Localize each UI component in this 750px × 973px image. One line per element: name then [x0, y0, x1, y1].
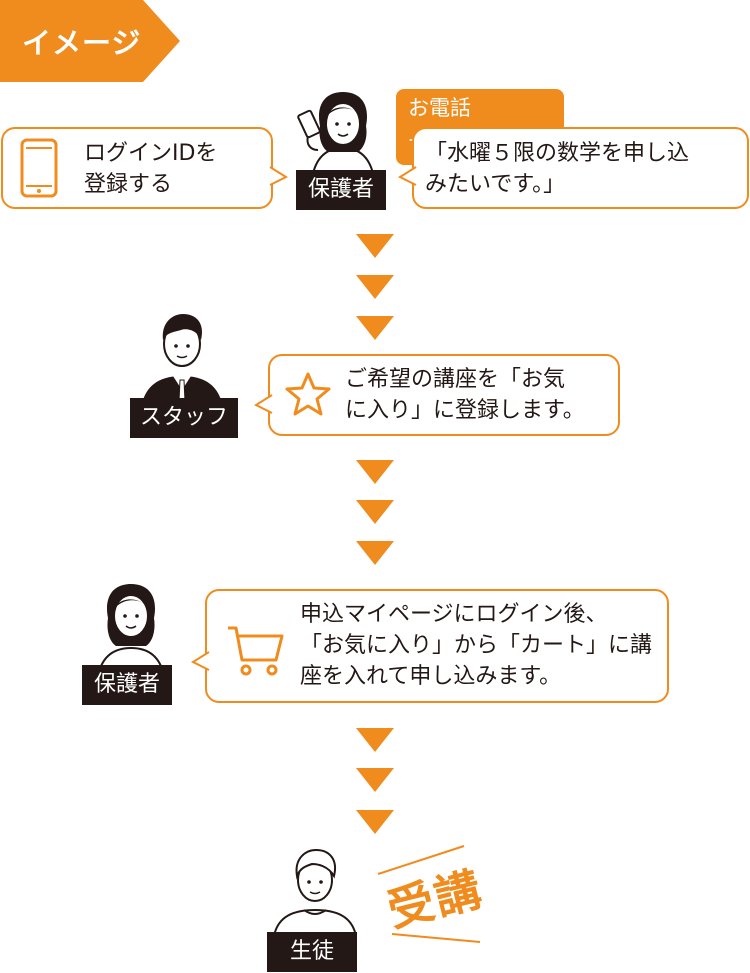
phone-handset-icon	[297, 109, 321, 151]
favorite-bubble-tail	[253, 394, 273, 414]
request-text: 「水曜５限の数学を申し込 みたいです。」	[425, 141, 690, 197]
flow-arrow	[356, 234, 394, 258]
flow-arrow	[356, 541, 394, 565]
flow-arrow	[356, 728, 394, 752]
flow-arrow	[356, 316, 394, 340]
favorite-text: ご希望の講座を「お気 に入り」に登録します。	[345, 367, 585, 423]
flow-arrow	[356, 500, 394, 524]
student-illustration	[273, 848, 357, 937]
favorite-bubble	[268, 354, 620, 436]
apply-text: 申込マイページにログイン後、 「お気に入り」から「カート」に講 座を入れて申し込…	[300, 602, 653, 689]
flow-arrow	[356, 768, 394, 792]
request-bubble-tail	[397, 166, 417, 186]
parent-role-label-2: 保護者	[82, 665, 172, 705]
apply-bubble	[205, 589, 669, 703]
shopping-cart-icon	[228, 626, 284, 676]
flow-arrow	[356, 275, 394, 299]
flow-arrow	[356, 810, 394, 834]
apply-bubble-tail	[190, 651, 210, 671]
flow-arrow	[356, 460, 394, 484]
parent-role-label-1: 保護者	[296, 170, 386, 210]
emphasis-lines	[377, 845, 481, 943]
smartphone-icon	[20, 138, 58, 198]
tag-shape	[0, 0, 180, 82]
staff-illustration	[141, 314, 223, 408]
tag-label: イメージ	[22, 26, 142, 60]
login-id-text: ログインIDを 登録する	[84, 141, 218, 197]
star-icon	[285, 372, 331, 416]
student-role-label: 生徒	[267, 932, 357, 972]
login-id-bubble-tail	[269, 166, 289, 186]
staff-role-label: スタッフ	[130, 398, 238, 438]
